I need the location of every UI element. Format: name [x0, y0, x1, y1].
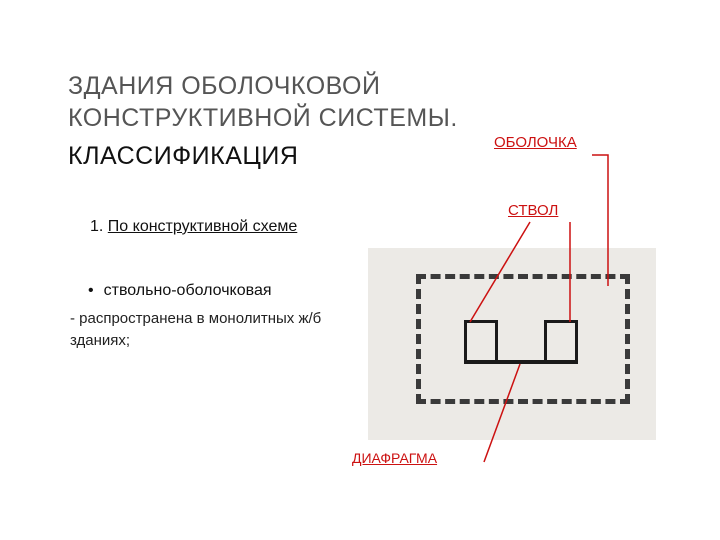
plan-drawing: [368, 248, 656, 440]
title-line-2: КОНСТРУКТИВНОЙ СИСТЕМЫ.: [68, 104, 458, 132]
section-number: 1.: [90, 218, 104, 235]
diaphragm-wall: [496, 360, 547, 364]
core-left: [464, 320, 498, 364]
section-heading: 1. По конструктивной схеме: [90, 218, 297, 236]
title-line-3: КЛАССИФИКАЦИЯ: [68, 142, 299, 170]
bullet-marker: •: [88, 282, 94, 299]
bullet-text: ствольно-оболочковая: [103, 282, 272, 299]
label-shell: ОБОЛОЧКА: [494, 134, 577, 151]
label-diaphragm: ДИАФРАГМА: [352, 450, 438, 466]
label-core: СТВОЛ: [508, 202, 559, 219]
title-line-1: ЗДАНИЯ ОБОЛОЧКОВОЙ: [68, 72, 381, 100]
bullet-item: • ствольно-оболочковая: [88, 282, 272, 300]
section-heading-text: По конструктивной схеме: [107, 218, 298, 235]
bullet-note: - распространена в монолитных ж/б здания…: [70, 310, 322, 349]
core-right: [544, 320, 578, 364]
shell-outline: [416, 274, 630, 404]
